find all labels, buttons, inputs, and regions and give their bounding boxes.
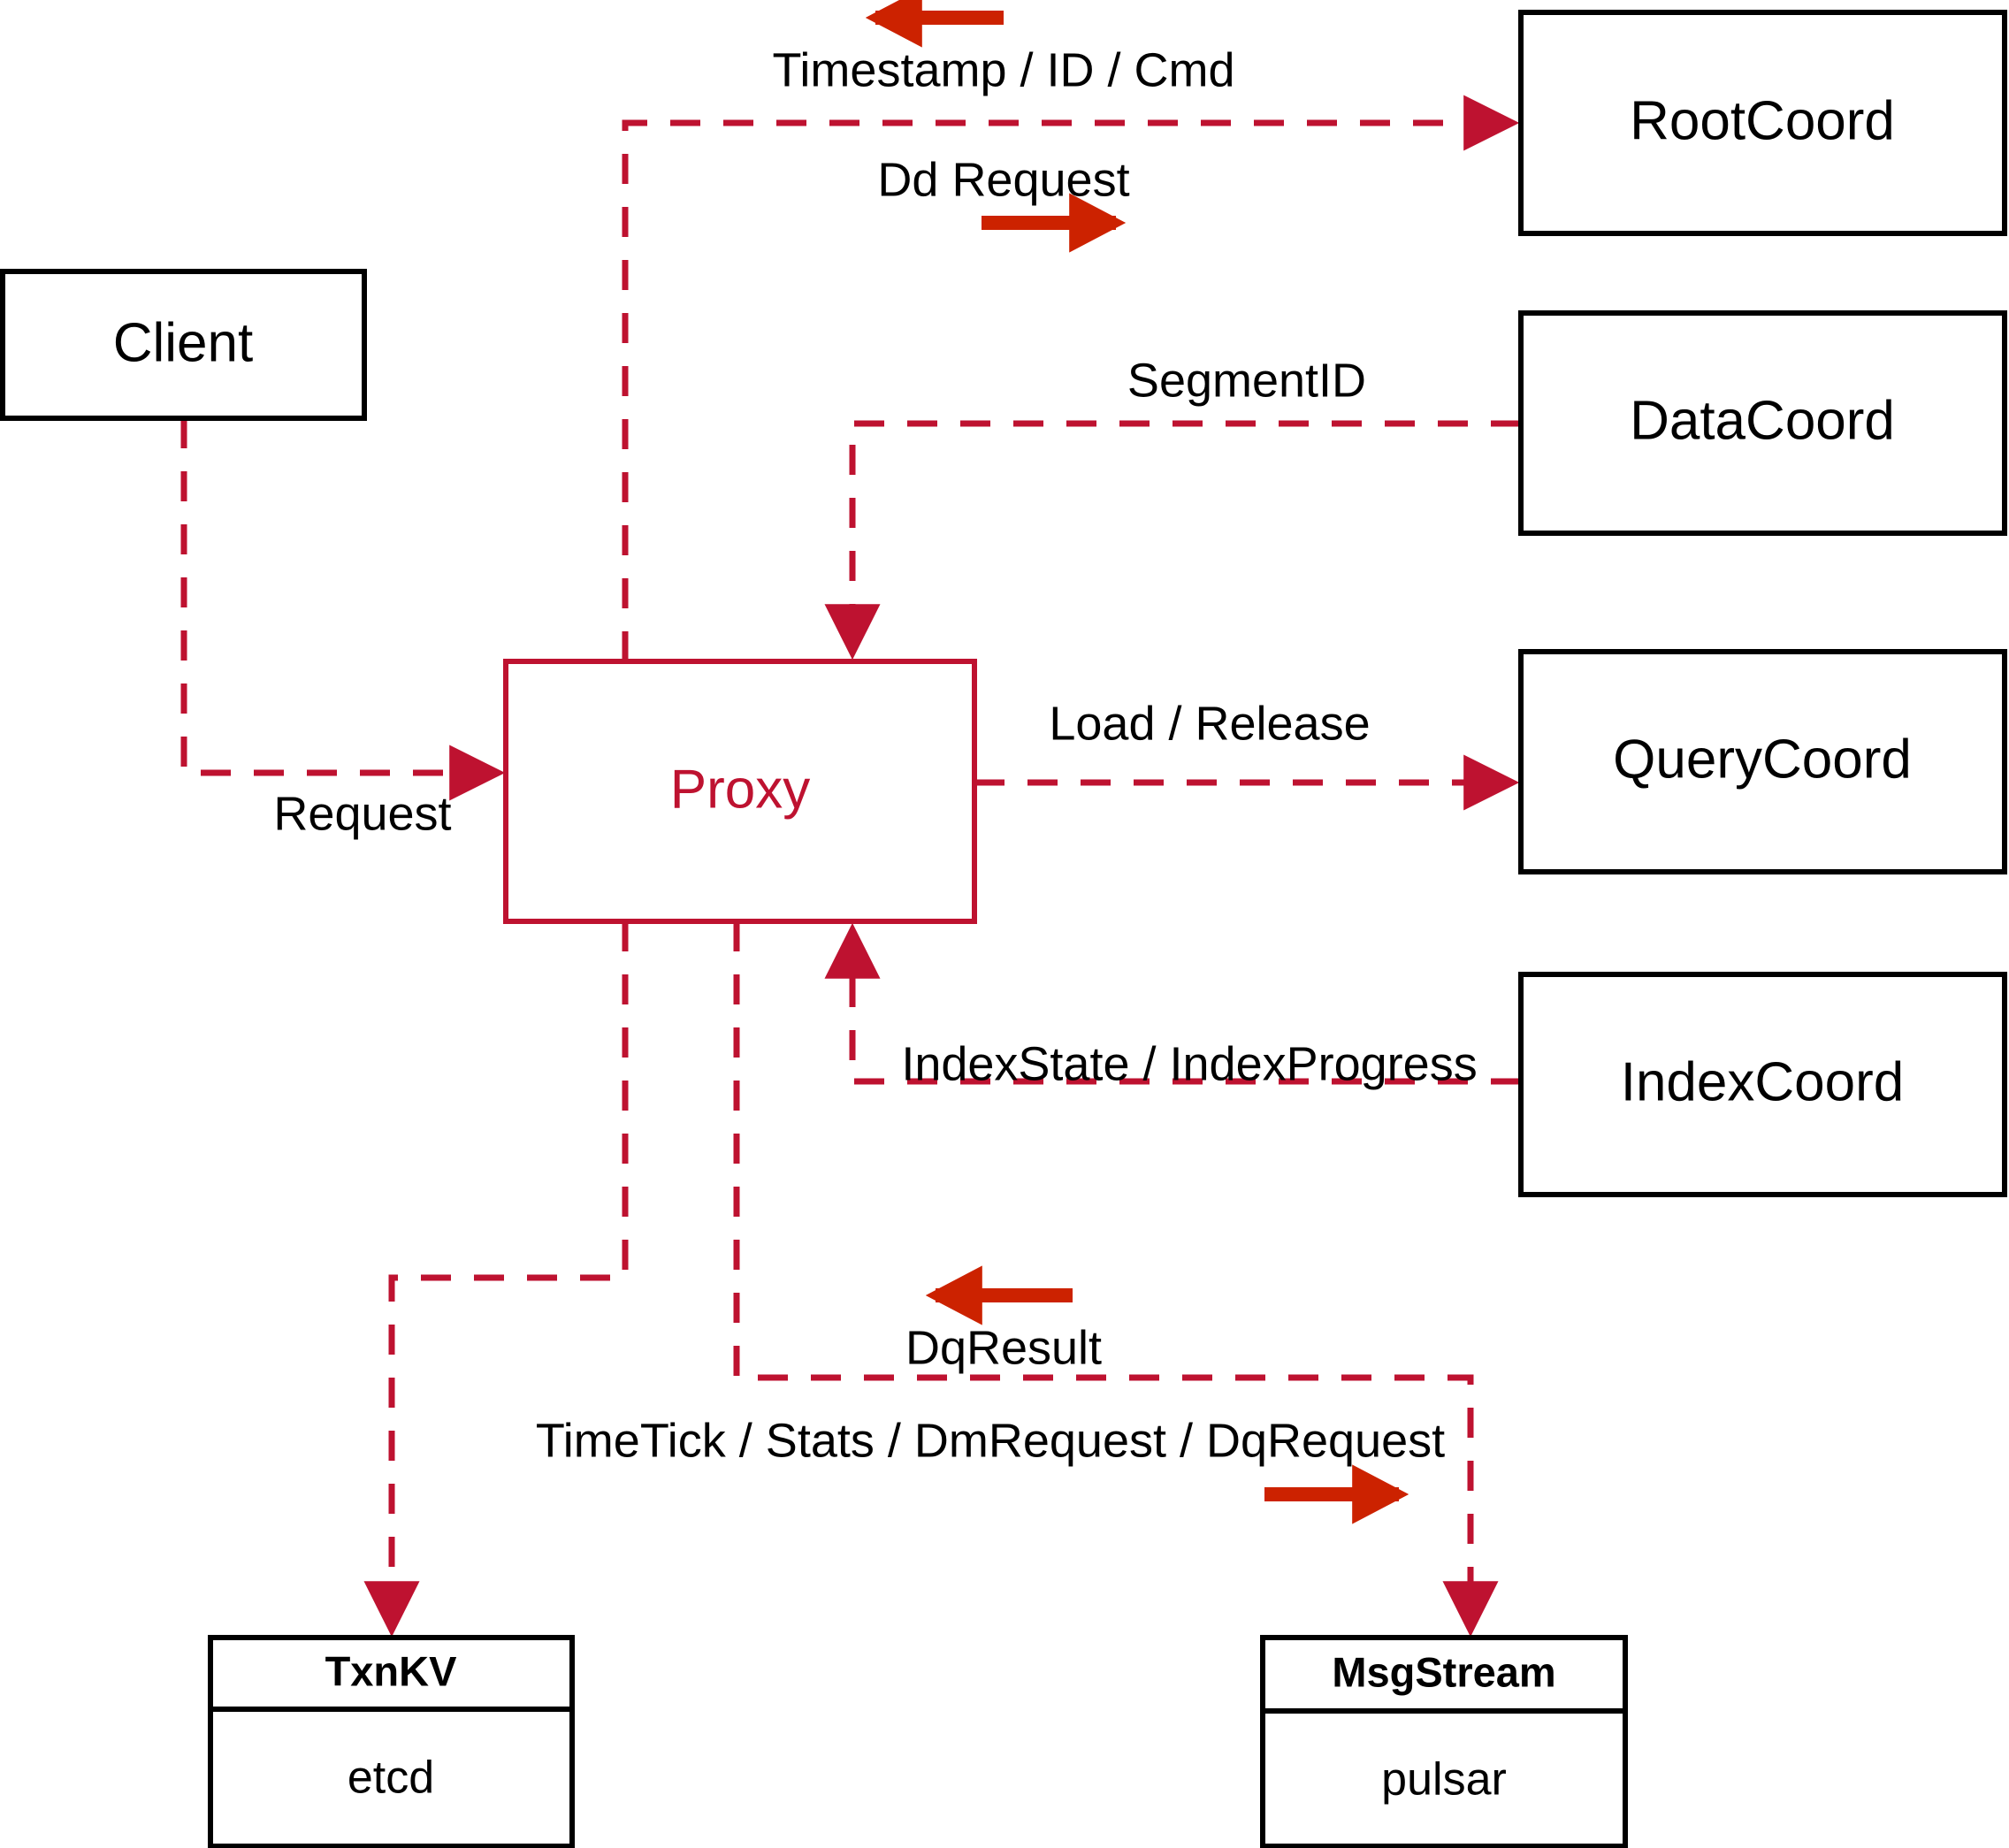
node-msgstream-subtitle: pulsar	[1381, 1754, 1507, 1806]
node-rootcoord-label: RootCoord	[1630, 90, 1895, 151]
edge-label-dd-request: Dd Request	[877, 153, 1129, 206]
node-proxy-label: Proxy	[670, 759, 810, 820]
edge-label-request: Request	[273, 787, 451, 840]
node-querycoord-label: QueryCoord	[1613, 729, 1912, 790]
node-msgstream[interactable]: MsgStream pulsar	[1260, 1635, 1628, 1848]
flow-datacoord-to-proxy	[824, 420, 1521, 661]
node-indexcoord[interactable]: IndexCoord	[1518, 972, 2007, 1197]
edge-label-timetick-stats: TimeTick / Stats / DmRequest / DqRequest	[536, 1414, 1445, 1467]
edge-labels: Timestamp / ID / Cmd Dd Request SegmentI…	[273, 43, 1477, 1467]
node-rootcoord[interactable]: RootCoord	[1518, 10, 2007, 236]
node-datacoord[interactable]: DataCoord	[1518, 310, 2007, 536]
edge-label-dq-result: DqResult	[905, 1321, 1102, 1374]
flow-client-to-proxy	[180, 418, 506, 801]
node-datacoord-label: DataCoord	[1630, 390, 1895, 451]
flow-proxy-to-rootcoord	[622, 95, 1520, 661]
node-msgstream-title: MsgStream	[1332, 1648, 1555, 1695]
node-txnkv-subtitle: etcd	[348, 1753, 434, 1804]
edge-label-index-state: IndexState / IndexProgress	[901, 1037, 1477, 1090]
node-txnkv-title: TxnKV	[325, 1647, 458, 1694]
flow-indexcoord-to-proxy	[824, 922, 1521, 1085]
node-proxy[interactable]: Proxy	[503, 659, 977, 924]
node-client[interactable]: Client	[0, 269, 367, 421]
node-indexcoord-label: IndexCoord	[1621, 1051, 1905, 1112]
flow-proxy-to-msgstream	[733, 921, 1499, 1638]
direction-arrows	[865, 0, 1409, 1524]
flow-proxy-to-txnkv	[363, 921, 629, 1638]
flow-lines	[180, 95, 1521, 1638]
node-querycoord[interactable]: QueryCoord	[1518, 649, 2007, 874]
node-txnkv[interactable]: TxnKV etcd	[208, 1635, 575, 1848]
node-client-label: Client	[113, 312, 254, 373]
edge-label-timestamp-id-cmd: Timestamp / ID / Cmd	[772, 43, 1234, 96]
edge-label-load-release: Load / Release	[1049, 697, 1370, 750]
edge-label-segment-id: SegmentID	[1127, 354, 1366, 407]
